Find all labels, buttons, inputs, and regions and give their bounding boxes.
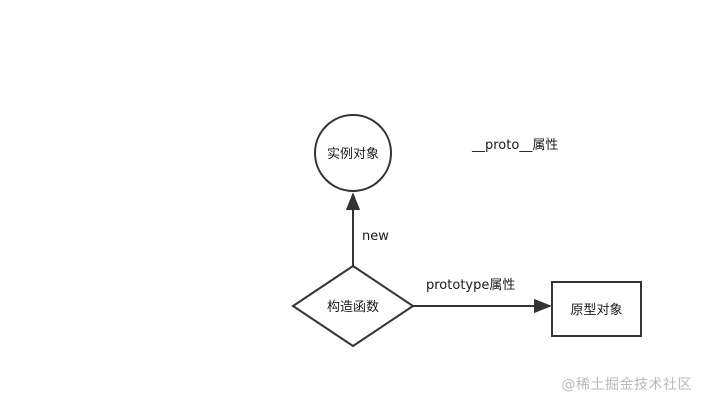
- node-instance-label: 实例对象: [327, 147, 379, 162]
- node-prototype-label: 原型对象: [570, 303, 622, 318]
- proto-annotation: __proto__属性: [471, 138, 558, 153]
- node-prototype-shape: [551, 281, 642, 337]
- node-constructor-shape: [291, 264, 415, 348]
- watermark-text: @稀土掘金技术社区: [561, 377, 692, 393]
- edge-prototype-label: prototype属性: [426, 278, 515, 293]
- edge-new-label: new: [362, 229, 389, 244]
- node-constructor-label: 构造函数: [327, 300, 379, 315]
- node-instance-shape: [314, 114, 392, 192]
